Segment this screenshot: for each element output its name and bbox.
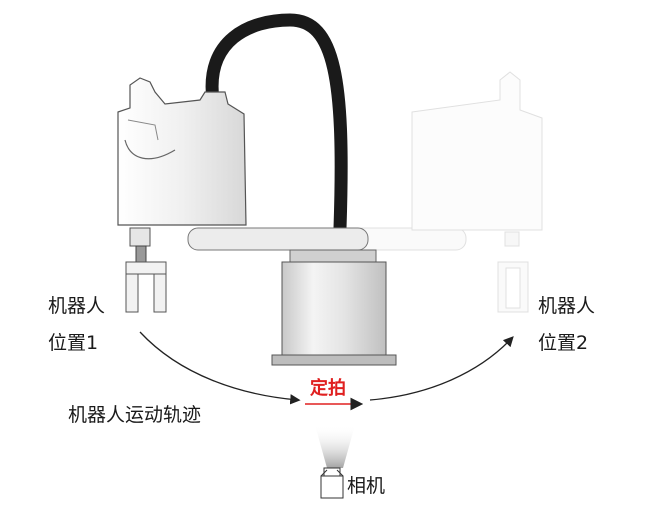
camera-icon <box>320 467 344 499</box>
capture-label: 定拍 <box>310 378 346 399</box>
robot-position-2-label-line1: 机器人 <box>538 295 596 317</box>
trajectory-arrow-left <box>139 331 301 405</box>
camera-label: 相机 <box>347 475 386 497</box>
robot-position-1-label-line2: 位置1 <box>48 332 99 354</box>
trajectory-arrow-right <box>369 336 514 401</box>
trajectory-label: 机器人运动轨迹 <box>68 404 202 426</box>
robot-ghost-position-2 <box>329 71 543 313</box>
camera-light-beam <box>315 425 355 468</box>
robot-position-1 <box>117 77 247 313</box>
robot-base <box>271 249 397 366</box>
robot-arm <box>187 227 369 251</box>
robot-position-2-label-line2: 位置2 <box>538 332 589 354</box>
robot-position-1-label-line1: 机器人 <box>48 295 106 317</box>
robot-cable <box>205 13 348 235</box>
